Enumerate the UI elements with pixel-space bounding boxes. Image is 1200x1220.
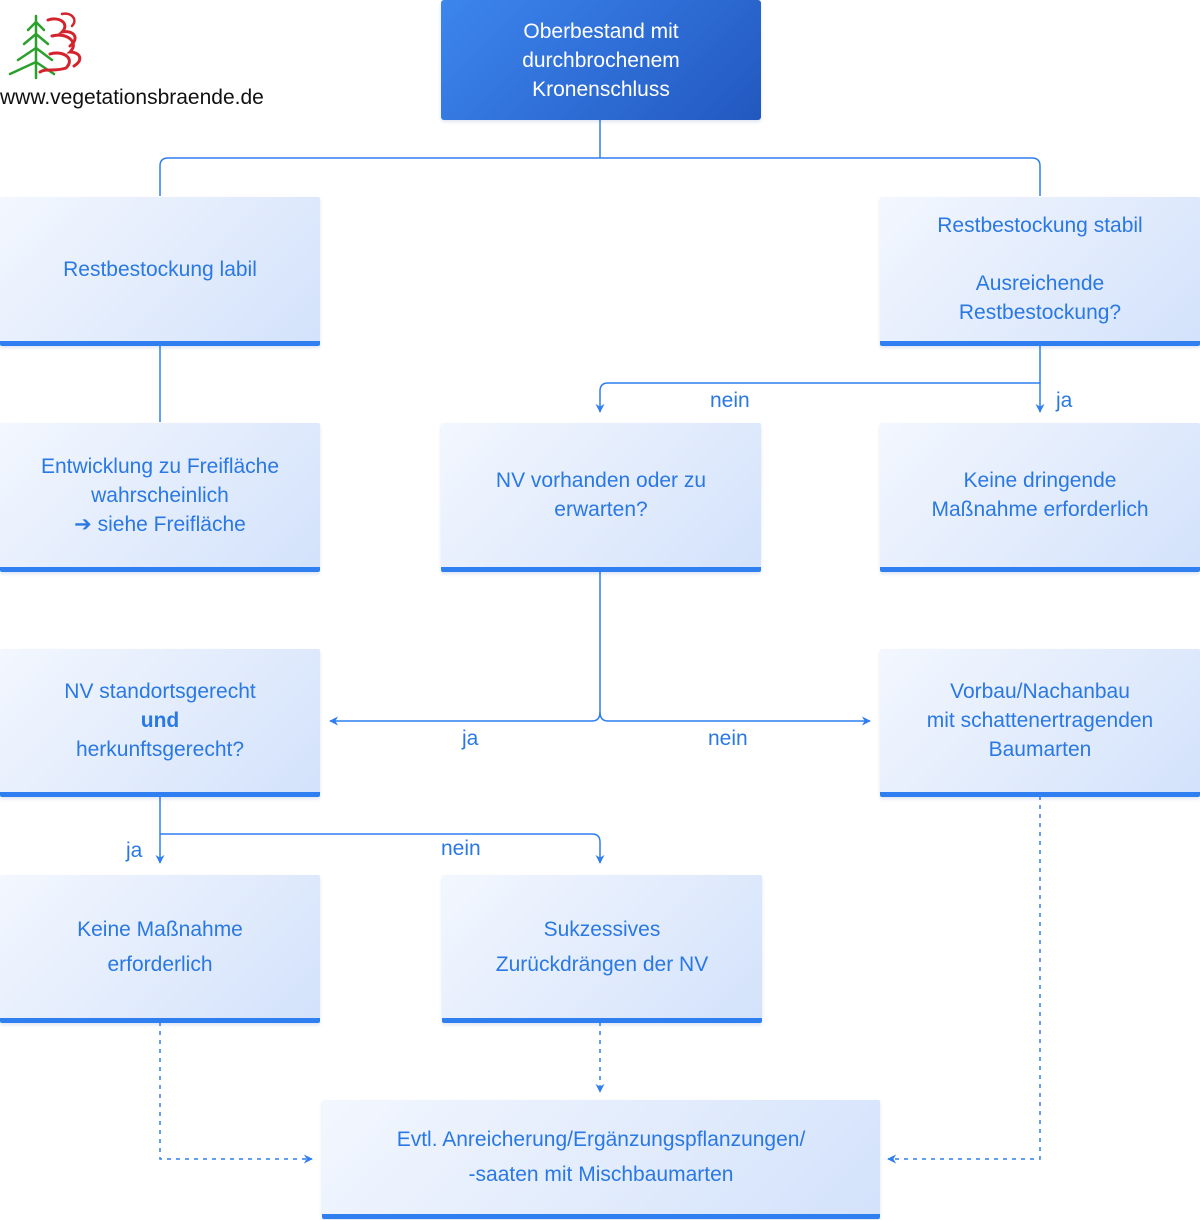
connector-keine-evtl [159,1022,313,1164]
edge-label-ja-stabil: ja [1056,389,1073,412]
edge-label-nein-stabil: nein [710,389,750,412]
node-standort-line-2: und [140,709,180,732]
node-oberbestand: Oberbestand mit durchbrochenem Kronensch… [441,0,761,120]
edge-label-ja-standort: ja [126,839,143,862]
node-restbestockung-labil: Restbestockung labil [0,197,320,346]
connector-vorbau-evtl [887,796,1041,1164]
node-sukzessives-zurueckdraengen: Sukzessives Zurückdrängen der NV [442,875,762,1023]
node-sukzessiv-line-1: Sukzessives [543,917,661,941]
node-standort-line-1: NV standortsgerecht [64,680,256,703]
connector-top-split [159,120,1041,196]
node-oberbestand-line-2: durchbrochenem [522,48,680,72]
node-sukzessiv-line-2: Zurückdrängen der NV [495,952,709,976]
node-evtl-anreicherung: Evtl. Anreicherung/Ergänzungspflanzungen… [322,1100,880,1219]
connector-standort-nein [160,833,605,864]
connector-stabil-nein [595,345,1041,413]
node-nv-standortsgerecht: NV standortsgerecht und herkunftsgerecht… [0,649,320,797]
node-keine-massnahme: Keine Maßnahme erforderlich [0,875,320,1023]
node-freiflaeche-line-3-text: siehe Freifläche [97,512,246,536]
node-labil-line-1: Restbestockung labil [63,257,257,281]
site-logo: www.vegetationsbraende.de [0,8,300,109]
node-oberbestand-line-3: Kronenschluss [532,77,670,101]
node-vorbau-line-3: Baumarten [988,738,1092,761]
edge-label-nein-standort: nein [441,837,481,860]
edge-label-ja-nv: ja [462,727,479,750]
node-entwicklung-freiflaeche: Entwicklung zu Freifläche wahrscheinlich… [0,423,320,572]
node-standort-line-3: herkunftsgerecht? [75,738,245,761]
node-stabil-line-3: Restbestockung? [958,301,1122,324]
node-keine-dringende-massnahme: Keine dringende Maßnahme erforderlich [880,423,1200,572]
node-nv-vorhanden: NV vorhanden oder zu erwarten? [441,423,761,572]
node-freiflaeche-line-3: ➔ siehe Freifläche [41,510,279,539]
node-stabil-line-1: Restbestockung stabil [937,214,1143,237]
node-stabil-line-2: Ausreichende [975,272,1105,295]
node-evtl-line-1: Evtl. Anreicherung/Ergänzungspflanzungen… [396,1128,806,1151]
node-nv-line-1: NV vorhanden oder zu [495,469,707,492]
node-freiflaeche-line-1: Entwicklung zu Freifläche [40,454,280,478]
node-keine-dringend-line-1: Keine dringende [963,469,1117,492]
right-arrow-icon: ➔ [74,512,92,536]
node-evtl-line-2: -saaten mit Mischbaumarten [468,1163,734,1186]
edge-label-nein-nv: nein [708,727,748,750]
node-vorbau-line-1: Vorbau/Nachanbau [950,680,1130,703]
logo-url: www.vegetationsbraende.de [0,86,264,109]
node-vorbau-line-2: mit schattenertragenden [926,709,1154,732]
node-keine-line-2: erforderlich [107,952,213,976]
node-keine-dringend-line-2: Maßnahme erforderlich [931,498,1149,521]
node-oberbestand-line-1: Oberbestand mit [523,19,679,43]
node-restbestockung-stabil: Restbestockung stabil Ausreichende Restb… [880,197,1200,346]
node-keine-line-1: Keine Maßnahme [77,917,243,941]
node-nv-line-2: erwarten? [554,498,648,521]
connector-nv-nein [599,711,871,726]
tree-flame-logo-icon [8,12,82,80]
node-freiflaeche-line-2: wahrscheinlich [91,483,229,507]
connector-nv-split [329,570,601,726]
node-vorbau-nachanbau: Vorbau/Nachanbau mit schattenertragenden… [880,649,1200,797]
